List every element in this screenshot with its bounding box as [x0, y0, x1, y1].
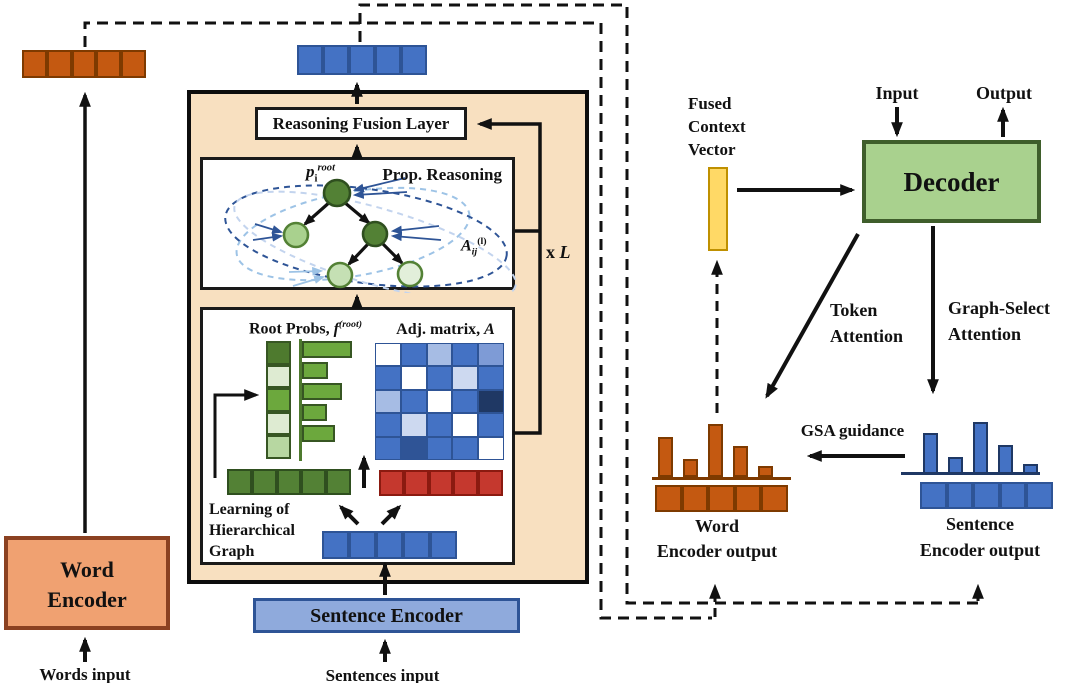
adj-score-vector — [379, 470, 503, 496]
sentence-attention-histogram — [923, 421, 1038, 474]
reasoning-fusion-layer-label: Reasoning Fusion Layer — [272, 114, 450, 133]
reasoning-fusion-layer-box: Reasoning Fusion Layer — [255, 107, 467, 140]
word-encoder-label-1: Word — [60, 557, 114, 582]
word-encoder-output-label: Word Encoder output — [656, 516, 778, 561]
decoder-box: Decoder — [862, 140, 1041, 223]
sentences-input-label: Sentences input — [325, 666, 440, 683]
sentence-encoder-box: Sentence Encoder — [253, 598, 520, 633]
tree-nodes — [282, 178, 424, 289]
learning-graph-label: Learning of Hierarchical Graph — [209, 501, 295, 560]
left-leaf-node — [326, 261, 354, 289]
right-child-node — [361, 220, 389, 248]
fused-context-vector — [708, 167, 728, 251]
adj-matrix-title: Adj. matrix, A — [396, 321, 495, 338]
root-probs-title: Root Probs, f(root) — [248, 319, 363, 338]
word-encoder-output-vector — [655, 485, 788, 512]
adjacency-matrix-heatmap — [375, 343, 504, 460]
root-prob-column — [266, 341, 291, 459]
decoder-input-label: Input — [875, 83, 919, 103]
right-leaf-node — [396, 260, 424, 288]
prop-reasoning-label: Prop. Reasoning — [382, 165, 502, 184]
root-prob-symbol: piroot — [306, 162, 335, 185]
decoder-output-label: Output — [975, 83, 1033, 103]
root-prob-bars — [302, 341, 352, 442]
graph-learning-box: Root Probs, f(root) Adj. matrix, A Learn… — [200, 307, 515, 565]
word-encoder-label-2: Encoder — [47, 587, 127, 612]
sentence-hidden-vector — [322, 531, 457, 559]
root-score-vector — [227, 469, 351, 495]
word-encoder-box: Word Encoder — [4, 536, 170, 630]
sentence-embedding-vector — [297, 45, 427, 75]
message-passing-ellipses — [224, 184, 517, 293]
word-embedding-vector — [22, 50, 146, 78]
sentence-histogram-baseline — [901, 472, 1040, 475]
gsa-guidance-label: GSA guidance — [800, 421, 905, 440]
tree-edges — [303, 199, 404, 266]
prop-reasoning-box: piroot Prop. Reasoning Aij(l) — [200, 157, 517, 293]
layer-repeat-label: x L — [546, 242, 571, 262]
sentence-encoder-output-vector — [920, 482, 1053, 509]
left-child-node — [282, 221, 310, 249]
fused-context-label: Fused Context Vector — [688, 94, 746, 159]
message-arrows — [252, 177, 442, 287]
word-attention-histogram — [658, 424, 773, 477]
adjacency-symbol: Aij(l) — [461, 236, 487, 258]
word-histogram-baseline — [652, 477, 791, 480]
graph-select-attention-label: Graph-Select Attention — [948, 298, 1050, 344]
sentence-encoder-output-label: Sentence Encoder output — [919, 514, 1041, 560]
words-input-label: Words input — [39, 665, 131, 683]
token-attention-label: Token Attention — [830, 300, 903, 346]
